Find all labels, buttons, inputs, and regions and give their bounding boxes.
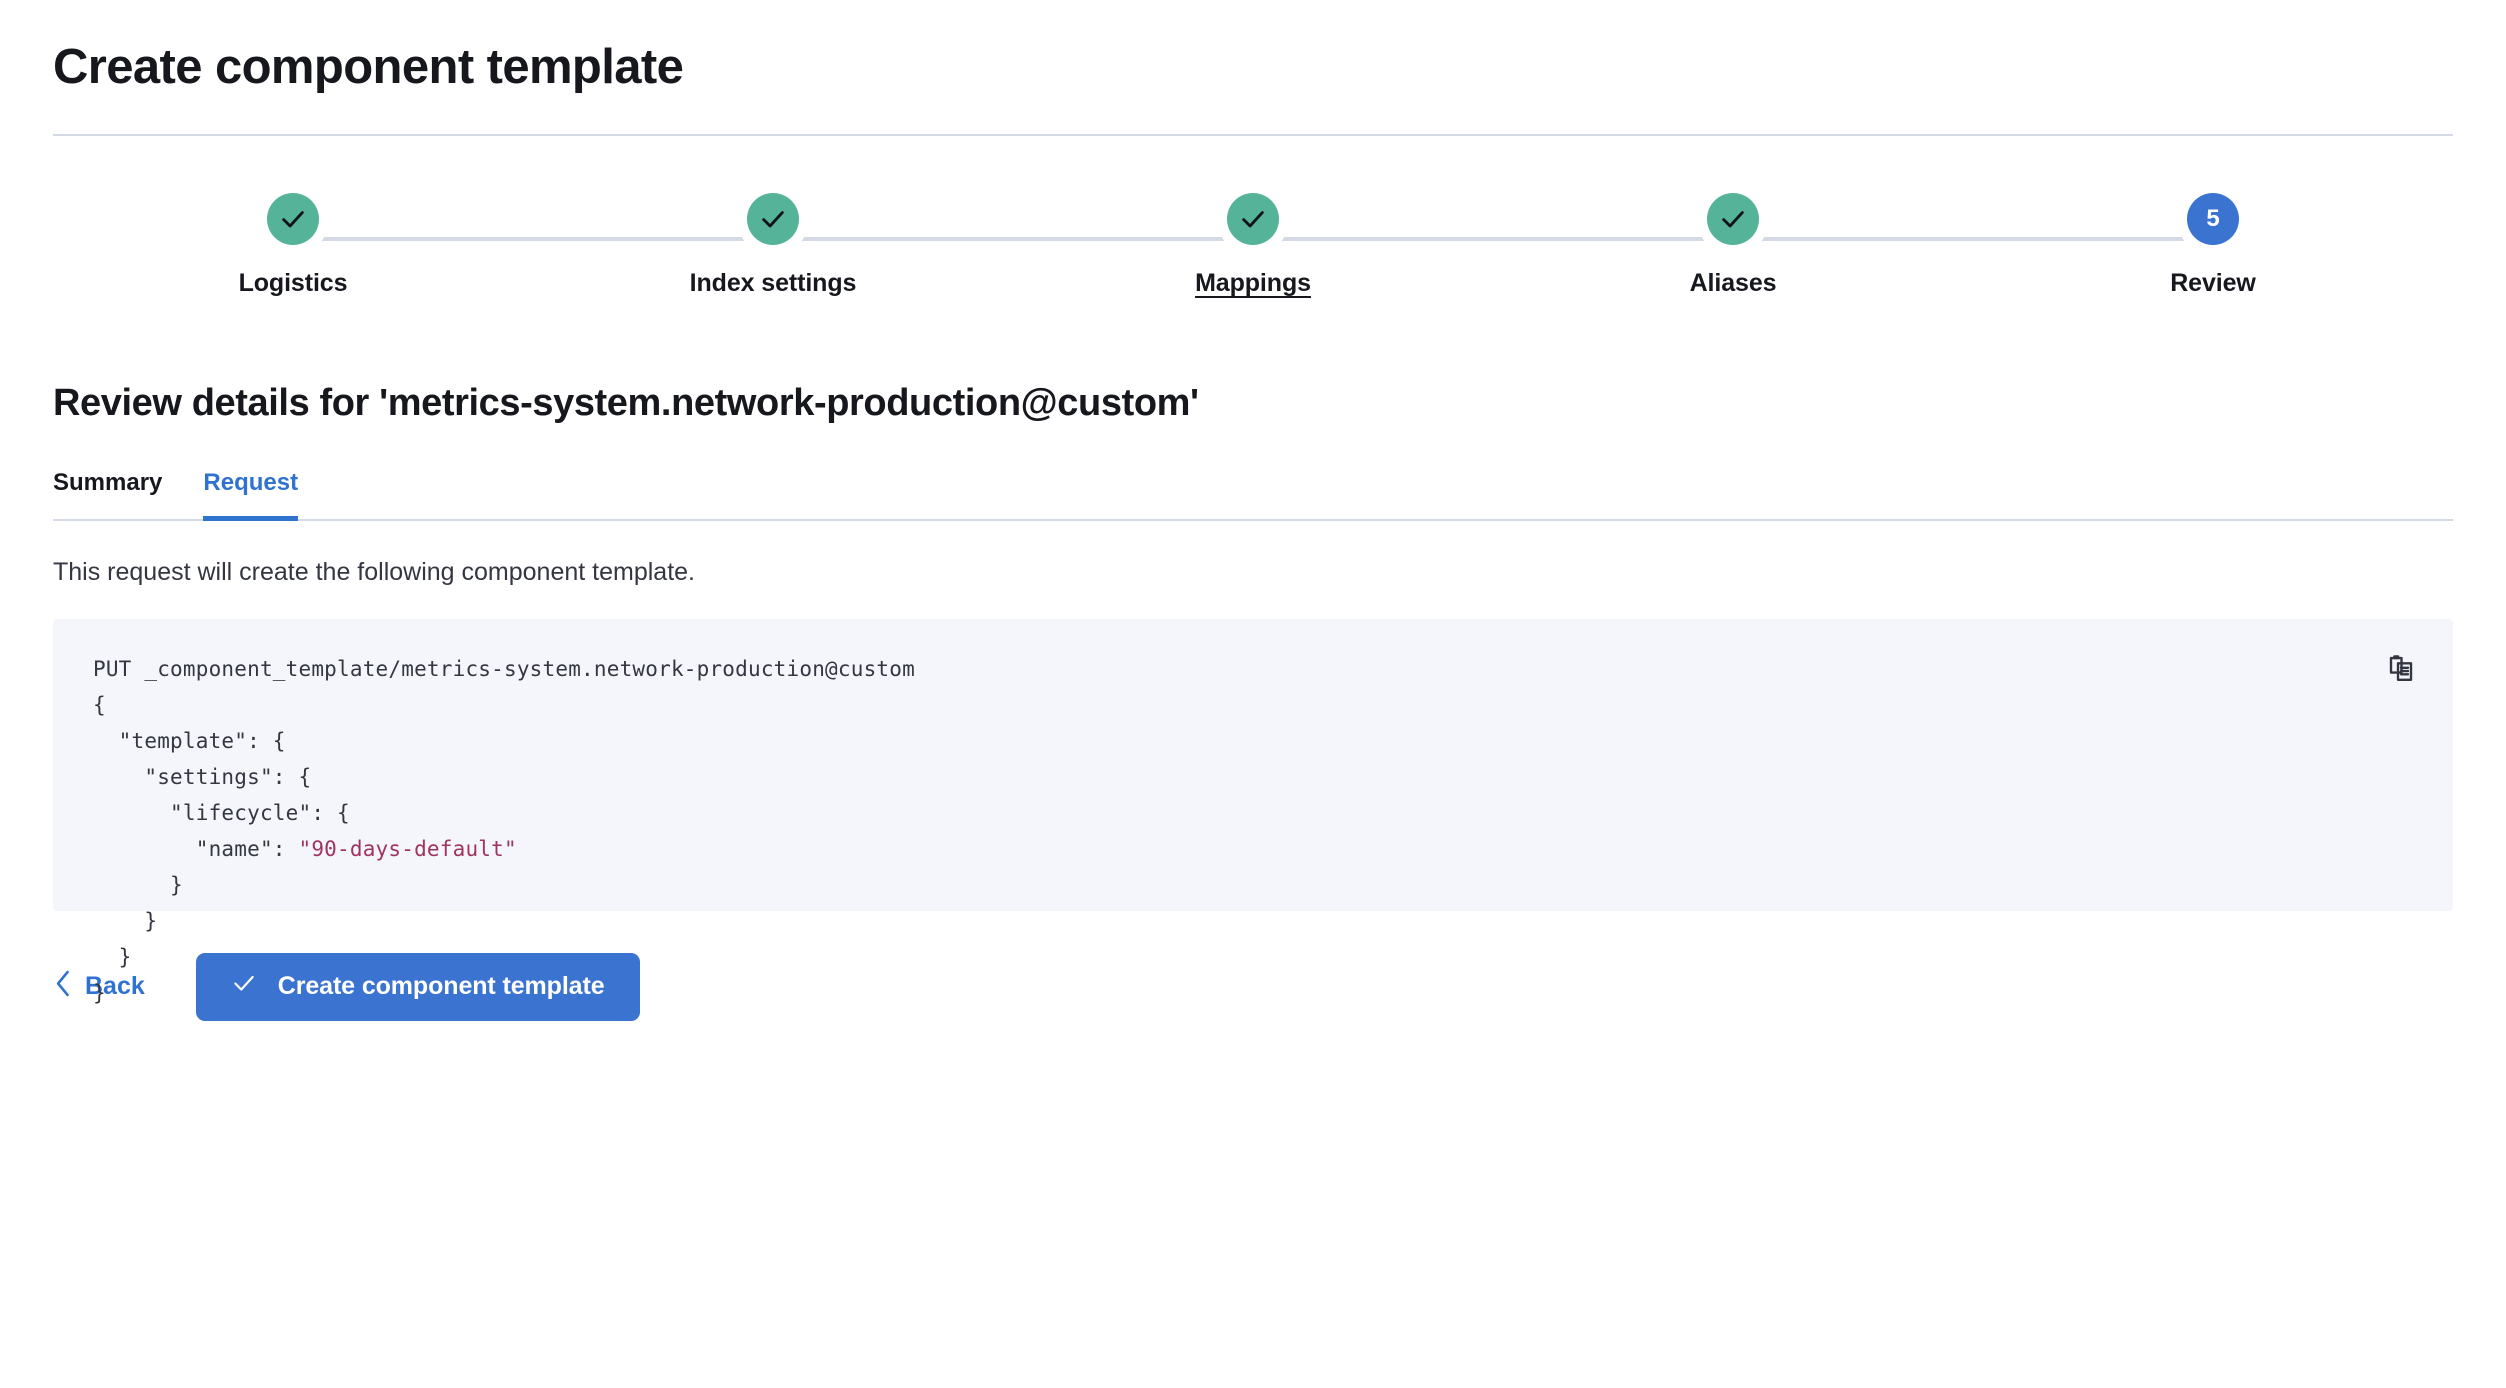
check-icon bbox=[1719, 205, 1747, 233]
review-section-title: Review details for 'metrics-system.netwo… bbox=[53, 382, 1199, 425]
tab-request[interactable]: Request bbox=[203, 469, 298, 521]
check-icon bbox=[759, 205, 787, 233]
step-label: Mappings bbox=[1195, 269, 1311, 298]
page-title: Create component template bbox=[53, 40, 684, 94]
check-icon bbox=[231, 970, 257, 1003]
copy-clipboard-icon[interactable] bbox=[2380, 648, 2422, 690]
step-logistics[interactable]: Logistics bbox=[53, 193, 533, 298]
create-component-template-button-label: Create component template bbox=[277, 972, 605, 1001]
wizard-stepper: Logistics Index settings Mappings bbox=[53, 193, 2453, 318]
step-review[interactable]: 5 Review bbox=[1973, 193, 2453, 298]
code-line-5: "lifecycle": { bbox=[93, 800, 350, 825]
check-icon bbox=[279, 205, 307, 233]
step-status-circle bbox=[1707, 193, 1759, 246]
review-tabs: Summary Request bbox=[53, 469, 2453, 521]
step-label: Review bbox=[2170, 269, 2256, 298]
code-line-4: "settings": { bbox=[93, 764, 312, 789]
step-label: Index settings bbox=[689, 269, 857, 298]
code-line-7: } bbox=[93, 872, 183, 897]
code-line-10: } bbox=[93, 980, 106, 1005]
tab-summary[interactable]: Summary bbox=[53, 469, 162, 519]
chevron-left-icon bbox=[55, 970, 72, 1004]
step-status-circle bbox=[747, 193, 799, 246]
wizard-actions: Back Create component template bbox=[53, 952, 2453, 1021]
request-code-block: PUT _component_template/metrics-system.n… bbox=[93, 651, 2413, 1011]
check-icon bbox=[1239, 205, 1267, 233]
code-line-9: } bbox=[93, 944, 132, 969]
step-status-circle: 5 bbox=[2187, 193, 2239, 246]
code-line-3: "template": { bbox=[93, 728, 286, 753]
step-label: Logistics bbox=[238, 269, 348, 298]
code-line-6-value: "90-days-default" bbox=[298, 836, 517, 861]
back-button[interactable]: Back bbox=[53, 964, 147, 1010]
step-label: Aliases bbox=[1689, 269, 1777, 298]
request-code-panel: PUT _component_template/metrics-system.n… bbox=[53, 618, 2453, 1005]
back-button-label: Back bbox=[85, 972, 145, 1001]
step-status-circle bbox=[1227, 193, 1279, 246]
step-mappings[interactable]: Mappings bbox=[1013, 193, 1493, 298]
code-line-1: PUT _component_template/metrics-system.n… bbox=[93, 656, 915, 681]
code-line-8: } bbox=[93, 908, 158, 933]
step-index-settings[interactable]: Index settings bbox=[533, 193, 1013, 298]
step-status-circle bbox=[267, 193, 319, 246]
step-aliases[interactable]: Aliases bbox=[1493, 193, 1973, 298]
create-component-template-button[interactable]: Create component template bbox=[195, 952, 640, 1021]
request-description: This request will create the following c… bbox=[53, 557, 695, 586]
code-line-2: { bbox=[93, 692, 106, 717]
step-number: 5 bbox=[2206, 205, 2220, 233]
code-line-6-key: "name": bbox=[93, 836, 299, 861]
title-divider bbox=[53, 134, 2453, 137]
